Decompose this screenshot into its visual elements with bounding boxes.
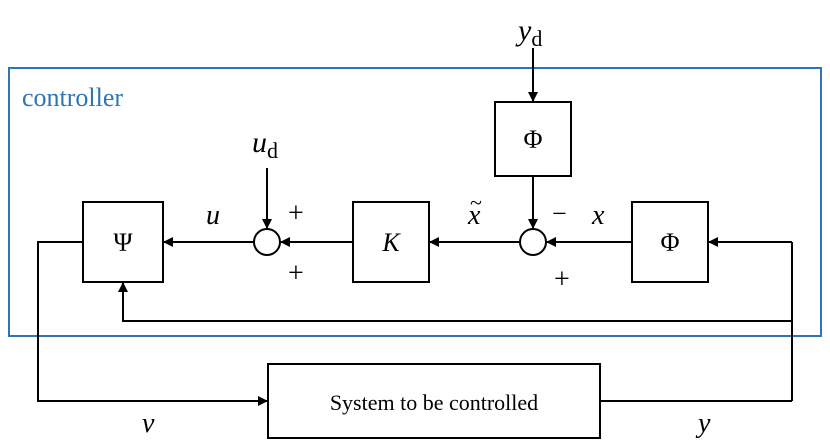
plant-label: System to be controlled — [330, 390, 538, 415]
yd-signal-label: yd — [515, 14, 542, 51]
psi-block — [82, 201, 164, 283]
controller-frame — [8, 67, 822, 337]
controller-label: controller — [22, 83, 123, 112]
psi-label: Ψ — [113, 228, 133, 257]
ud-signal-label: ud — [252, 126, 278, 163]
x-signal-label: x — [591, 200, 605, 231]
x-tilde-signal-label: x — [467, 200, 481, 231]
plant-block — [267, 363, 601, 439]
phi-right-label: Φ — [660, 228, 679, 257]
sum-right-minus-sign: − — [552, 199, 567, 228]
phi-top-label: Φ — [523, 125, 542, 154]
sum-right-plus-sign: + — [554, 264, 570, 295]
x-tilde-mark: ~ — [470, 190, 482, 215]
sum-left-plus-bottom: + — [288, 258, 304, 289]
v-signal-label: v — [142, 408, 155, 439]
y-to-psi-line — [118, 282, 792, 322]
phi-top-block — [494, 101, 572, 177]
y-signal-label: y — [695, 408, 711, 439]
sum-left-plus-top: + — [288, 198, 304, 229]
gain-label: K — [381, 228, 401, 257]
sum-junction-right — [519, 228, 547, 256]
v-path-line — [37, 241, 268, 406]
sum-junction-left — [253, 228, 281, 256]
u-signal-label: u — [206, 200, 220, 231]
